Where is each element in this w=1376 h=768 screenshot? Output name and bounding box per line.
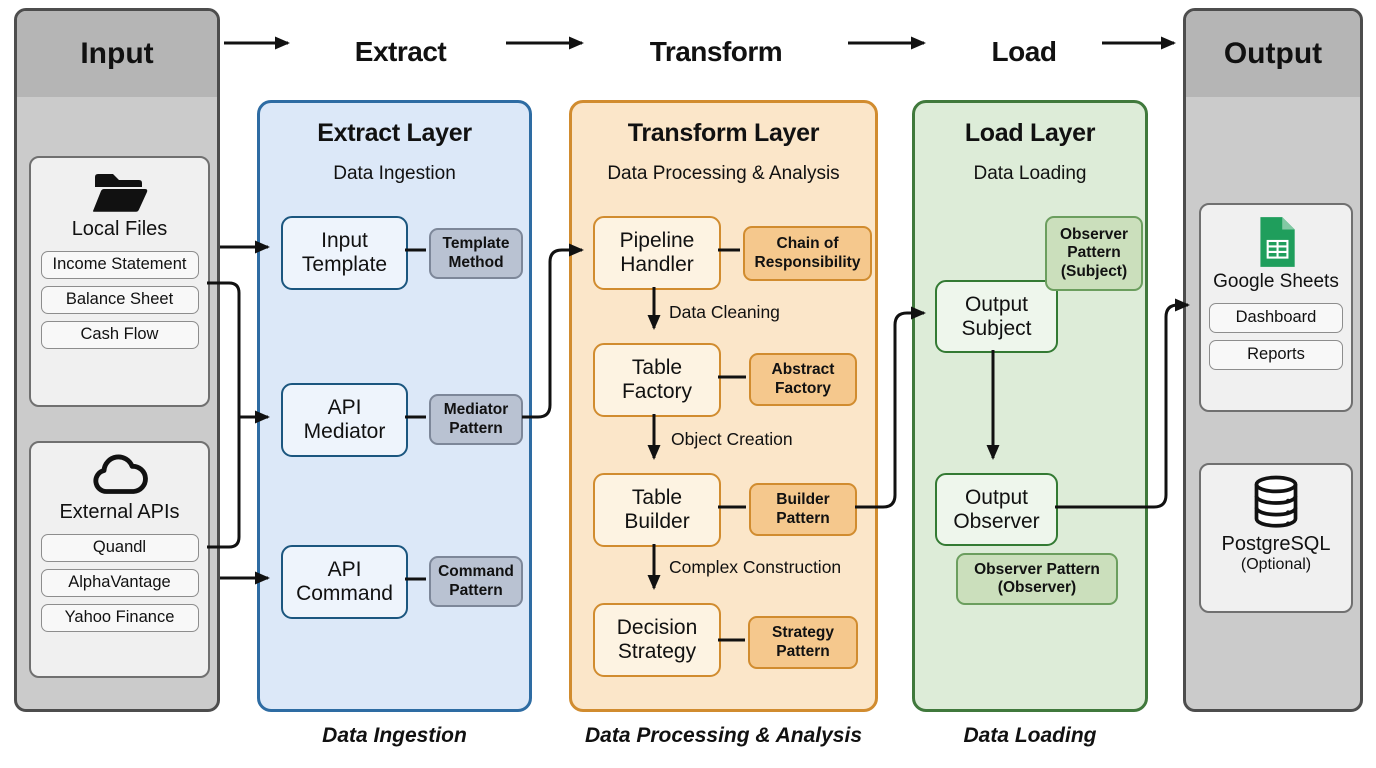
load-layer-panel: Load Layer Data Loading Output Subject O… (912, 100, 1148, 712)
node-pipeline-handler: Pipeline Handler (593, 216, 721, 290)
postgresql-title: PostgreSQL (1221, 533, 1331, 555)
output-item: Dashboard (1209, 302, 1343, 333)
google-sheets-title: Google Sheets (1213, 271, 1339, 292)
flow-step-load: Load (991, 36, 1057, 67)
caption-data-ingestion: Data Ingestion (322, 724, 467, 747)
badge-template-method: Template Method (429, 228, 523, 279)
load-layer-subtitle: Data Loading (973, 163, 1087, 184)
node-table-builder: Table Builder (593, 473, 721, 547)
load-layer-title: Load Layer (964, 119, 1096, 147)
flow-step-transform: Transform (649, 36, 783, 67)
file-item: Cash Flow (40, 320, 199, 349)
badge-builder-pattern: Builder Pattern (749, 483, 857, 536)
flow-step-extract: Extract (354, 36, 447, 67)
node-api-command: API Command (281, 545, 408, 619)
node-api-mediator: API Mediator (281, 383, 408, 457)
badge-chain-of-responsibility: Chain of Responsibility (743, 226, 872, 281)
badge-observer-pattern-subject: Observer Pattern (Subject) (1045, 216, 1143, 291)
api-item: Quandl (40, 533, 199, 562)
external-apis-box: External APIs Quandl AlphaVantage Yahoo … (29, 441, 210, 678)
badge-abstract-factory: Abstract Factory (749, 353, 857, 406)
edge-label-complex-construction: Complex Construction (669, 557, 842, 577)
badge-observer-pattern-observer: Observer Pattern (Observer) (956, 553, 1118, 605)
caption-data-loading: Data Loading (963, 724, 1097, 747)
node-decision-strategy: Decision Strategy (593, 603, 721, 677)
node-table-factory: Table Factory (593, 343, 721, 417)
extract-layer-panel: Extract Layer Data Ingestion Input Templ… (257, 100, 532, 712)
badge-mediator-pattern: Mediator Pattern (429, 394, 523, 445)
output-panel: Output Google Sheets Dashboard Reports (1183, 8, 1363, 712)
folder-icon (92, 174, 147, 212)
node-output-observer: Output Observer (935, 473, 1058, 546)
edge-label-object-creation: Object Creation (671, 429, 793, 449)
file-item: Income Statement (40, 250, 199, 279)
badge-command-pattern: Command Pattern (429, 556, 523, 607)
external-apis-title: External APIs (59, 501, 180, 523)
transform-layer-panel: Transform Layer Data Processing & Analys… (569, 100, 878, 712)
output-panel-title: Output (1186, 11, 1360, 97)
node-output-subject: Output Subject (935, 280, 1058, 353)
badge-strategy-pattern: Strategy Pattern (748, 616, 858, 669)
extract-layer-title: Extract Layer (317, 119, 472, 147)
local-files-title: Local Files (71, 218, 168, 240)
sheets-icon (1260, 217, 1295, 267)
extract-layer-subtitle: Data Ingestion (333, 163, 456, 184)
caption-data-processing: Data Processing & Analysis (585, 724, 862, 747)
input-panel-title: Input (17, 11, 217, 97)
file-item: Balance Sheet (40, 285, 199, 314)
database-icon (1254, 475, 1298, 528)
google-sheets-box: Google Sheets Dashboard Reports (1199, 203, 1353, 412)
transform-layer-subtitle: Data Processing & Analysis (607, 163, 840, 184)
postgresql-box: PostgreSQL (Optional) (1199, 463, 1353, 613)
edge-label-data-cleaning: Data Cleaning (669, 302, 780, 322)
input-panel: Input Local Files Income Statement Balan… (14, 8, 220, 712)
api-item: Yahoo Finance (40, 603, 199, 632)
postgresql-subtitle: (Optional) (1240, 556, 1312, 573)
local-files-box: Local Files Income Statement Balance She… (29, 156, 210, 407)
output-item: Reports (1209, 339, 1343, 370)
cloud-icon (92, 454, 148, 494)
transform-layer-title: Transform Layer (627, 119, 820, 147)
node-input-template: Input Template (281, 216, 408, 290)
api-item: AlphaVantage (40, 568, 199, 597)
